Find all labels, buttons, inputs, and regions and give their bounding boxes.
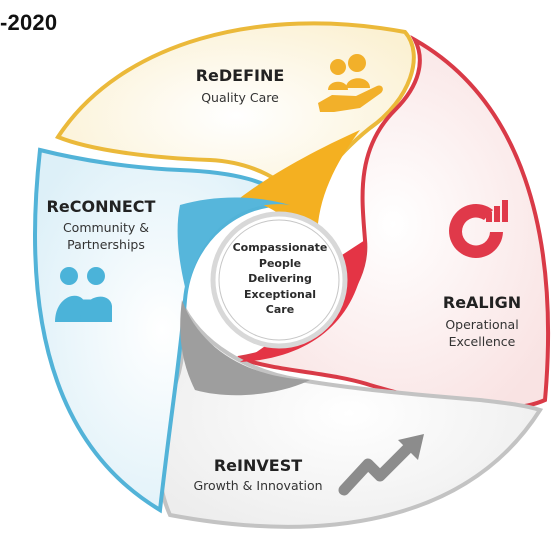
center-line-5: Care bbox=[265, 303, 295, 316]
chart-gauge-icon bbox=[449, 200, 508, 258]
center-line-1: Compassionate bbox=[232, 241, 328, 254]
reconnect-subtitle-line2: Partnerships bbox=[67, 237, 145, 252]
trend-up-arrow-icon bbox=[338, 434, 424, 496]
two-people-icon bbox=[55, 267, 112, 322]
reconnect-title: ReCONNECT bbox=[46, 197, 156, 216]
center-circle bbox=[210, 211, 348, 349]
header-text: -2020 bbox=[0, 10, 58, 35]
center-line-2: People bbox=[258, 256, 302, 270]
realign-subtitle-line2: Excellence bbox=[448, 334, 516, 349]
hand-holding-people-icon bbox=[318, 54, 383, 112]
reinvest-title: ReINVEST bbox=[213, 456, 303, 475]
segment-realign bbox=[237, 34, 551, 411]
reconnect-subtitle-line1: Community & bbox=[62, 220, 150, 235]
realign-title: ReALIGN bbox=[442, 293, 522, 312]
realign-subtitle-line1: Operational bbox=[445, 317, 519, 332]
reinvest-subtitle: Growth & Innovation bbox=[193, 478, 323, 493]
center-line-3: Delivering bbox=[248, 272, 312, 285]
center-statement: Compassionate People Delivering Exceptio… bbox=[230, 240, 330, 318]
redefine-title: ReDEFINE bbox=[195, 66, 285, 85]
redefine-subtitle: Quality Care bbox=[201, 90, 279, 105]
center-line-4: Exceptional bbox=[243, 287, 317, 301]
